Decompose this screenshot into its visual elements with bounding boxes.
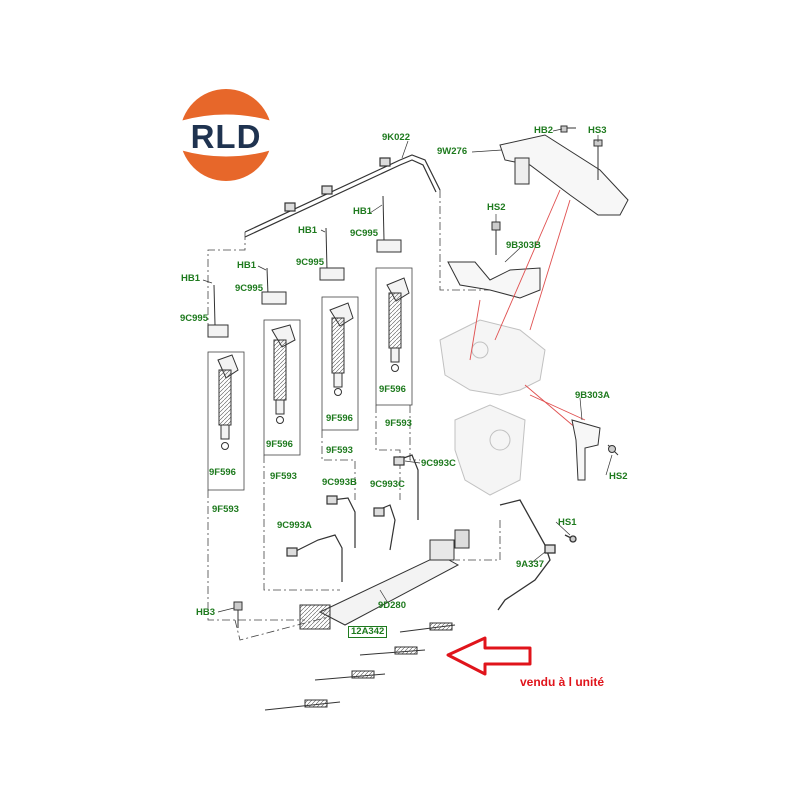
label-9f593-d: 9F593 — [385, 418, 412, 429]
bracket-9w276 — [499, 125, 629, 216]
label-hs2-right: HS2 — [609, 471, 628, 482]
label-9f596-b: 9F596 — [266, 439, 293, 450]
label-hb2: HB2 — [534, 125, 554, 136]
bracket-9b303b — [447, 221, 541, 299]
label-9b303a: 9B303A — [575, 390, 610, 401]
label-9c993a: 9C993A — [277, 520, 312, 531]
label-9b303b: 9B303B — [506, 240, 541, 251]
label-9c995-a: 9C995 — [180, 313, 208, 324]
label-hs3: HS3 — [588, 125, 607, 136]
label-hb1-b: HB1 — [237, 260, 257, 271]
label-9f596-c: 9F596 — [326, 413, 353, 424]
label-9d280: 9D280 — [378, 600, 406, 611]
label-9k022: 9K022 — [382, 132, 410, 143]
label-hb3: HB3 — [196, 607, 216, 618]
label-hb1-a: HB1 — [181, 273, 201, 284]
injector-group-3 — [319, 227, 359, 431]
rld-logo — [180, 89, 272, 181]
leader-lines — [202, 128, 613, 613]
injector-group-4 — [375, 195, 413, 406]
injector-group-2 — [261, 267, 301, 456]
label-9c993c-upper: 9C993C — [421, 458, 456, 469]
label-9c995-b: 9C995 — [235, 283, 263, 294]
label-hs2-top: HS2 — [487, 202, 506, 213]
label-9f593-c: 9F593 — [326, 445, 353, 456]
dashed-guide-lines — [207, 190, 521, 641]
pipe-9c993-set — [286, 454, 419, 582]
label-9c995-c: 9C995 — [296, 257, 324, 268]
label-9c995-d: 9C995 — [350, 228, 378, 239]
label-9f596-a: 9F596 — [209, 467, 236, 478]
injector-group-1 — [207, 284, 245, 491]
pipe-9a337 — [497, 499, 577, 611]
label-9f596-d: 9F596 — [379, 384, 406, 395]
common-rail-9d280 — [233, 529, 470, 630]
label-9f593-a: 9F593 — [212, 504, 239, 515]
fuel-rail-pipe — [244, 154, 441, 238]
label-9f593-b: 9F593 — [270, 471, 297, 482]
label-9c993c-lower: 9C993C — [370, 479, 405, 490]
label-9c993b: 9C993B — [322, 477, 357, 488]
red-reference-lines — [469, 189, 591, 441]
label-12a342: 12A342 — [348, 626, 388, 638]
rld-logo-mark: RLD — [176, 90, 276, 180]
label-9w276: 9W276 — [437, 146, 468, 157]
bracket-9b303a — [571, 419, 619, 481]
label-hs1: HS1 — [558, 517, 577, 528]
glow-plug-set — [264, 622, 456, 711]
label-hb1-d: HB1 — [353, 206, 373, 217]
label-9a337: 9A337 — [516, 559, 544, 570]
logo-text: RLD — [190, 118, 262, 155]
label-hb1-c: HB1 — [298, 225, 318, 236]
sold-per-unit-note: vendu à l unité — [520, 675, 605, 689]
red-arrow-indicator — [446, 636, 532, 676]
engine-block-ghost — [439, 319, 546, 496]
